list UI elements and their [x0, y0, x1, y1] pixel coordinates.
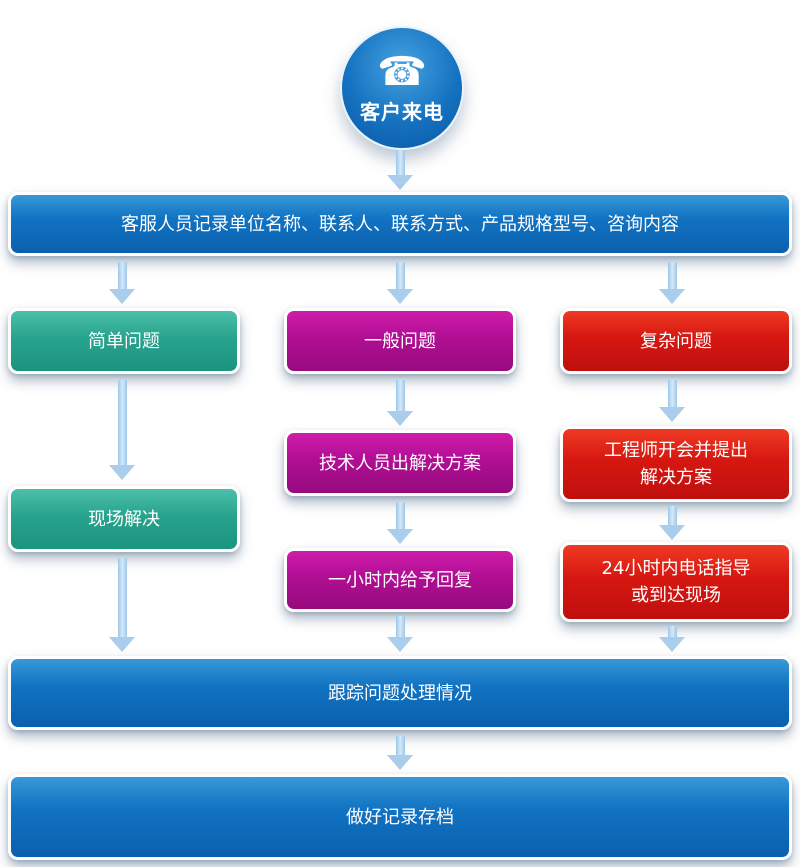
arrow-head — [387, 755, 413, 770]
arrow-stem — [667, 380, 677, 407]
arrow-solution-to-reply — [387, 502, 413, 544]
arrow-complex-to-meeting — [659, 380, 685, 422]
arrow-stem — [117, 380, 127, 465]
arrow-record-to-simple — [109, 262, 135, 304]
branch-complex-node: 复杂问题 — [560, 308, 792, 374]
arrow-start-to-record — [387, 150, 413, 190]
start-node: ☎ 客户来电 — [340, 26, 464, 150]
arrow-head — [659, 407, 685, 422]
arrow-record-to-general — [387, 262, 413, 304]
arrow-onsite-to-track — [109, 558, 135, 652]
arrow-stem — [667, 262, 677, 289]
arrow-head — [659, 289, 685, 304]
arrow-simple-to-onsite — [109, 380, 135, 480]
arrow-guidance-to-track — [659, 626, 685, 652]
arrow-stem — [395, 150, 405, 175]
branch-simple-node: 简单问题 — [8, 308, 240, 374]
arrow-stem — [395, 262, 405, 289]
arrow-stem — [667, 506, 677, 525]
arrow-stem — [395, 736, 405, 755]
arrow-head — [387, 289, 413, 304]
guidance-node: 24小时内电话指导 或到达现场 — [560, 542, 792, 622]
arrow-meeting-to-guidance — [659, 506, 685, 540]
arrow-head — [109, 289, 135, 304]
arrow-head — [659, 525, 685, 540]
record-bar: 客服人员记录单位名称、联系人、联系方式、产品规格型号、咨询内容 — [8, 192, 792, 256]
arrow-stem — [117, 262, 127, 289]
archive-bar: 做好记录存档 — [8, 774, 792, 860]
arrow-head — [387, 637, 413, 652]
arrow-head — [387, 411, 413, 426]
arrow-stem — [395, 616, 405, 637]
arrow-general-to-solution — [387, 380, 413, 426]
arrow-track-to-archive — [387, 736, 413, 770]
arrow-reply-to-track — [387, 616, 413, 652]
reply-node: 一小时内给予回复 — [284, 548, 516, 612]
meeting-node: 工程师开会并提出 解决方案 — [560, 426, 792, 502]
start-label: 客户来电 — [360, 99, 444, 124]
arrow-head — [659, 637, 685, 652]
arrow-head — [109, 465, 135, 480]
arrow-stem — [117, 558, 127, 637]
branch-general-node: 一般问题 — [284, 308, 516, 374]
arrow-head — [387, 175, 413, 190]
solution-node: 技术人员出解决方案 — [284, 430, 516, 496]
arrow-stem — [395, 502, 405, 529]
arrow-head — [387, 529, 413, 544]
arrow-head — [109, 637, 135, 652]
arrow-stem — [395, 380, 405, 411]
track-bar: 跟踪问题处理情况 — [8, 656, 792, 730]
phone-icon: ☎ — [377, 48, 427, 95]
onsite-node: 现场解决 — [8, 486, 240, 552]
arrow-record-to-complex — [659, 262, 685, 304]
arrow-stem — [667, 626, 677, 637]
